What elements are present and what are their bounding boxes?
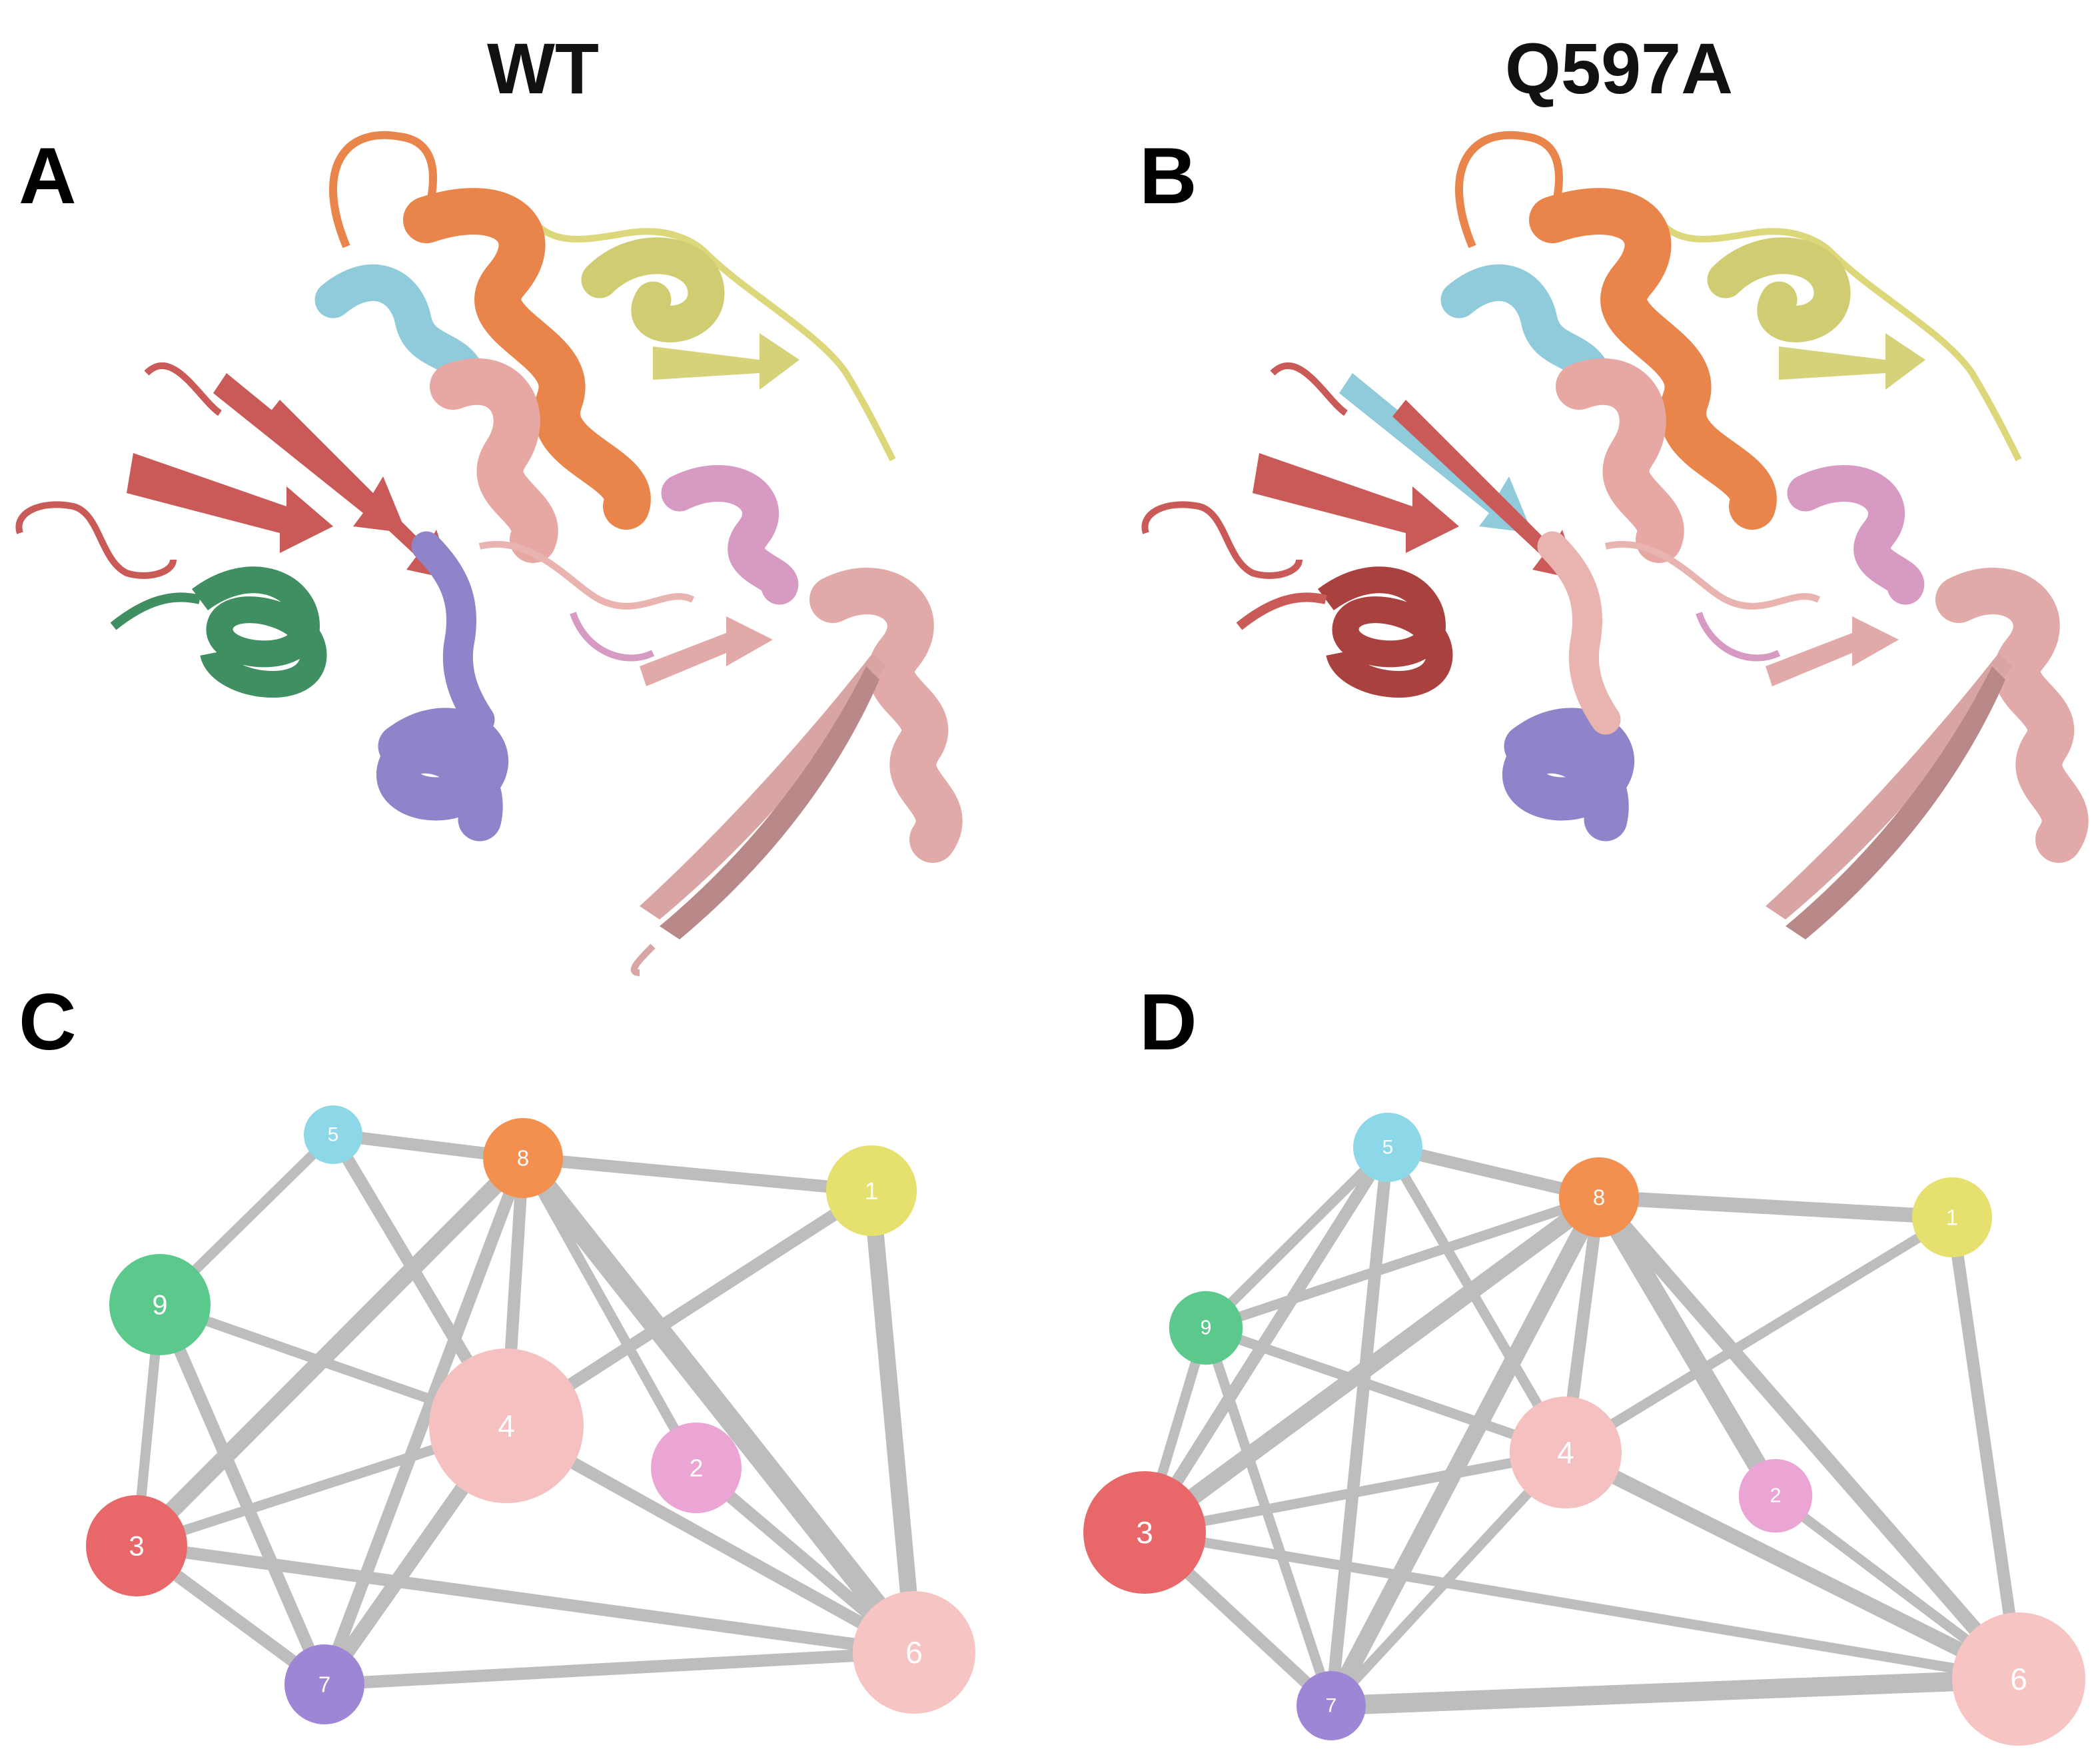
edge-9-7 (1201, 1323, 1336, 1711)
edge-5-9 (1201, 1142, 1393, 1333)
edge-3-6 (1139, 1527, 2024, 1684)
node-6: 6 (1952, 1612, 2085, 1746)
node-circle (284, 1644, 364, 1724)
node-circle (651, 1423, 742, 1513)
node-circle (109, 1254, 211, 1355)
node-circle (1559, 1157, 1639, 1237)
edge-8-1 (516, 1151, 878, 1197)
edge-5-3 (1138, 1141, 1394, 1539)
network-nodes: 1 2 3 4 5 6 7 8 9 (86, 1105, 975, 1724)
node-2: 2 (1738, 1459, 1813, 1533)
node-label: 4 (1557, 1435, 1574, 1470)
network-q597a: 1 2 3 4 5 6 7 8 9 (1083, 1113, 2085, 1746)
node-circle (429, 1349, 584, 1503)
node-7: 7 (284, 1644, 364, 1724)
edge-4-6 (1558, 1445, 2026, 1686)
edge-3-6 (130, 1539, 921, 1659)
node-4: 4 (429, 1349, 584, 1503)
node-circle (483, 1118, 563, 1198)
node-label: 9 (152, 1289, 167, 1321)
edge-8-1 (1592, 1190, 1959, 1225)
node-circle (1083, 1471, 1206, 1594)
network-wt: 1 2 3 4 5 6 7 8 9 (86, 1105, 975, 1724)
node-label: 5 (328, 1124, 339, 1146)
node-circle (853, 1591, 975, 1714)
edge-8-7 (318, 1151, 530, 1691)
node-circle (1952, 1612, 2085, 1746)
node-circle (86, 1495, 187, 1596)
edge-8-3 (128, 1149, 532, 1554)
edge-1-6 (1945, 1211, 2025, 1686)
node-5: 5 (304, 1105, 362, 1164)
node-label: 7 (1326, 1695, 1337, 1717)
node-label: 8 (517, 1146, 529, 1171)
edge-9-8 (1201, 1192, 1604, 1333)
node-label: 5 (1382, 1137, 1394, 1159)
node-3: 3 (86, 1495, 187, 1596)
protein-cartoon (15, 131, 963, 976)
node-6: 6 (853, 1591, 975, 1714)
node-circle (1912, 1177, 1992, 1257)
edge-7-6 (1321, 1669, 2029, 1716)
node-label: 2 (1770, 1485, 1782, 1507)
node-label: 1 (1946, 1205, 1958, 1230)
node-1: 1 (1912, 1177, 1992, 1257)
node-circle (1297, 1671, 1366, 1740)
edge-4-6 (500, 1419, 921, 1659)
node-1: 1 (826, 1145, 917, 1236)
node-label: 8 (1593, 1185, 1605, 1210)
node-label: 9 (1201, 1317, 1212, 1339)
edge-9-7 (153, 1298, 331, 1691)
node-label: 1 (865, 1177, 879, 1205)
node-label: 3 (129, 1530, 144, 1562)
panel-label-c: C (19, 977, 77, 1067)
node-8: 8 (1559, 1157, 1639, 1237)
edge-1-4 (1560, 1212, 1957, 1458)
node-3: 3 (1083, 1471, 1206, 1594)
panel-label-a: A (19, 131, 77, 221)
node-circle (1169, 1291, 1243, 1365)
node-5: 5 (1353, 1113, 1422, 1182)
node-circle (1510, 1397, 1622, 1508)
edge-9-4 (1201, 1323, 1571, 1458)
node-9: 9 (1169, 1291, 1243, 1365)
edge-4-7 (1326, 1447, 1571, 1711)
node-label: 2 (690, 1454, 704, 1482)
edge-8-6 (512, 1147, 925, 1664)
title-q597a: Q597A (1505, 28, 1733, 109)
title-wt: WT (487, 28, 599, 109)
node-2: 2 (651, 1423, 742, 1513)
panel-label-d: D (1139, 977, 1197, 1067)
edge-3-4 (1139, 1447, 1571, 1538)
node-label: 6 (905, 1635, 923, 1670)
protein-structure-q597a (1141, 131, 2089, 939)
protein-structure-wt (15, 131, 963, 976)
node-8: 8 (483, 1118, 563, 1198)
node-circle (1353, 1113, 1422, 1182)
network-nodes: 1 2 3 4 5 6 7 8 9 (1083, 1113, 2085, 1746)
edge-7-6 (318, 1646, 921, 1691)
protein-cartoon (1141, 131, 2089, 939)
edge-1-6 (863, 1182, 923, 1661)
node-label: 3 (1136, 1515, 1153, 1550)
edge-8-3 (1136, 1189, 1608, 1541)
node-label: 4 (498, 1409, 515, 1443)
edge-5-7 (1324, 1141, 1394, 1712)
panel-label-b: B (1139, 131, 1197, 221)
node-7: 7 (1297, 1671, 1366, 1740)
edge-5-4 (1382, 1142, 1571, 1458)
edge-8-7 (1322, 1189, 1608, 1714)
node-circle (826, 1145, 917, 1236)
edge-8-2 (1589, 1187, 1786, 1506)
node-label: 6 (2010, 1662, 2027, 1696)
node-label: 7 (318, 1672, 330, 1697)
node-4: 4 (1510, 1397, 1622, 1508)
node-circle (1738, 1459, 1813, 1533)
node-circle (304, 1105, 362, 1164)
edge-8-6 (1592, 1190, 2026, 1686)
node-9: 9 (109, 1254, 211, 1355)
